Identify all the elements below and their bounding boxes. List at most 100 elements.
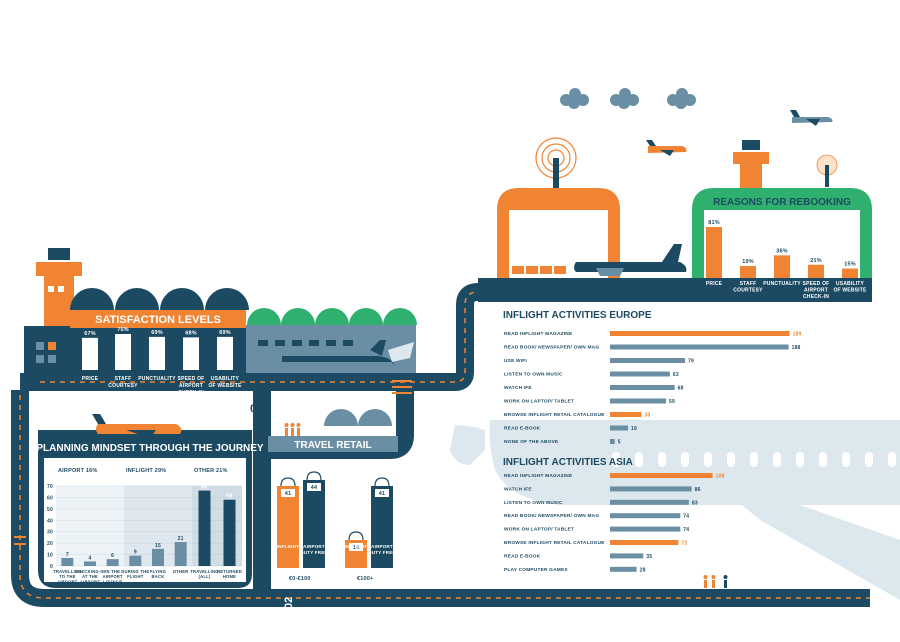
asia-value-label: 86 bbox=[695, 487, 701, 493]
planning-bar bbox=[223, 499, 236, 566]
rebooking-category-label: PUNCTUALITY bbox=[763, 281, 801, 287]
planning-value-label: 15 bbox=[155, 543, 161, 549]
asia-category-label: READ BOOK/ NEWSPAPER/ OWN MAG bbox=[504, 513, 599, 519]
europe-bar bbox=[610, 385, 675, 390]
road-markings bbox=[19, 291, 870, 599]
satisfaction-bar bbox=[82, 337, 98, 370]
rebooking-value-label: 19% bbox=[742, 259, 754, 265]
retail-value-label: 14 bbox=[353, 545, 360, 551]
europe-category-label: USE WIFI bbox=[504, 358, 527, 364]
planning-ytick-label: 30 bbox=[47, 530, 53, 536]
asia-category-label: WORK ON LAPTOP/ TABLET bbox=[504, 527, 574, 533]
asia-bar bbox=[610, 553, 644, 559]
asia-category-label: WATCH IFE bbox=[504, 486, 532, 492]
satisfaction-bar bbox=[149, 336, 165, 370]
europe-bar bbox=[610, 412, 642, 417]
retail-group-label: €0-€100 bbox=[289, 576, 311, 582]
planning-value-label: 66 bbox=[202, 485, 208, 491]
asia-value-label: 35 bbox=[646, 554, 652, 560]
europe-bar bbox=[610, 398, 667, 404]
retail-value-box bbox=[375, 489, 389, 497]
rebooking-bar bbox=[774, 255, 790, 278]
asia-bar bbox=[610, 513, 681, 519]
asia-bar bbox=[610, 566, 637, 572]
planning-category-label: OTHER bbox=[173, 569, 189, 574]
retail-domes bbox=[324, 409, 392, 426]
planning-value-label: 6 bbox=[111, 553, 114, 559]
retail-value-label: 41 bbox=[285, 491, 292, 497]
asia-value-label: 74 bbox=[683, 527, 689, 533]
asia-category-label: READ E-BOOK bbox=[504, 553, 541, 559]
satisfaction-value-label: 75% bbox=[117, 327, 129, 333]
rebooking-bar bbox=[842, 268, 858, 278]
rebooking-title: REASONS FOR REBOOKING bbox=[713, 197, 851, 208]
europe-value-label: 189 bbox=[793, 332, 802, 338]
section-01-label: 01 bbox=[250, 403, 262, 415]
radar-dish bbox=[535, 137, 577, 188]
planning-category-label: TRAVELLING(ALL) bbox=[190, 569, 218, 579]
retail-value-box bbox=[281, 489, 295, 497]
planning-title-band bbox=[44, 440, 246, 454]
retail-category-label: INFLIGHT bbox=[277, 544, 299, 549]
plane-at-gate bbox=[282, 340, 414, 368]
rebooking-bar bbox=[706, 226, 722, 278]
asia-value-label: 108 bbox=[716, 474, 725, 480]
terminal-building bbox=[24, 326, 246, 373]
planning-group-background bbox=[56, 486, 124, 566]
plane-in-hangar bbox=[574, 244, 687, 276]
planning-title: PLANNING MINDSET THROUGH THE JOURNEY bbox=[36, 443, 264, 454]
shopping-bag-handle bbox=[306, 471, 322, 481]
retail-bar bbox=[371, 486, 393, 568]
retail-category-label: INFLIGHT bbox=[345, 544, 367, 549]
planning-ytick-label: 60 bbox=[47, 495, 53, 501]
europe-title: INFLIGHT ACTIVITIES EUROPE bbox=[503, 310, 652, 321]
planning-bar bbox=[198, 490, 211, 566]
europe-bar bbox=[610, 331, 790, 336]
asia-bar bbox=[610, 473, 713, 478]
planning-value-label: 7 bbox=[66, 552, 69, 558]
orange-hangar bbox=[497, 188, 620, 278]
retail-bar bbox=[303, 480, 325, 568]
travel-retail-title: TRAVEL RETAIL bbox=[294, 440, 371, 451]
planning-group-label: AIRPORT 16% bbox=[58, 468, 98, 474]
rebooking-bar bbox=[808, 264, 824, 278]
europe-value-label: 63 bbox=[673, 372, 679, 378]
planning-ytick-label: 0 bbox=[50, 564, 53, 570]
asia-category-label: LISTEN TO OWN MUSIC bbox=[504, 500, 563, 506]
planning-ytick-label: 10 bbox=[47, 553, 53, 559]
terminal-domes bbox=[70, 288, 249, 310]
green-domes bbox=[247, 308, 417, 325]
planning-group-label: INFLIGHT 29% bbox=[126, 468, 166, 474]
europe-category-label: READ BOOK/ NEWSPAPER/ OWN MAG bbox=[504, 345, 599, 351]
planning-ytick-label: 20 bbox=[47, 541, 53, 547]
satisfaction-title-band bbox=[70, 310, 246, 328]
retail-value-label: 44 bbox=[311, 485, 318, 491]
shopping-bag-handle bbox=[374, 477, 390, 487]
planning-bar bbox=[61, 558, 74, 566]
asia-bar bbox=[610, 526, 681, 532]
planning-ytick-label: 40 bbox=[47, 518, 53, 524]
shopping-bag-handle bbox=[348, 531, 364, 541]
rebooking-value-label: 21% bbox=[810, 258, 822, 264]
europe-bar bbox=[610, 371, 670, 377]
asia-title: INFLIGHT ACTIVITIES ASIA bbox=[503, 457, 633, 468]
planning-group-label: OTHER 21% bbox=[194, 468, 228, 474]
asia-value-label: 74 bbox=[683, 514, 689, 520]
planning-value-label: 4 bbox=[89, 555, 92, 561]
satisfaction-value-label: 69% bbox=[151, 330, 163, 336]
planning-bar bbox=[129, 555, 142, 566]
europe-value-label: 5 bbox=[618, 440, 621, 446]
europe-category-label: WATCH IFE bbox=[504, 385, 532, 391]
